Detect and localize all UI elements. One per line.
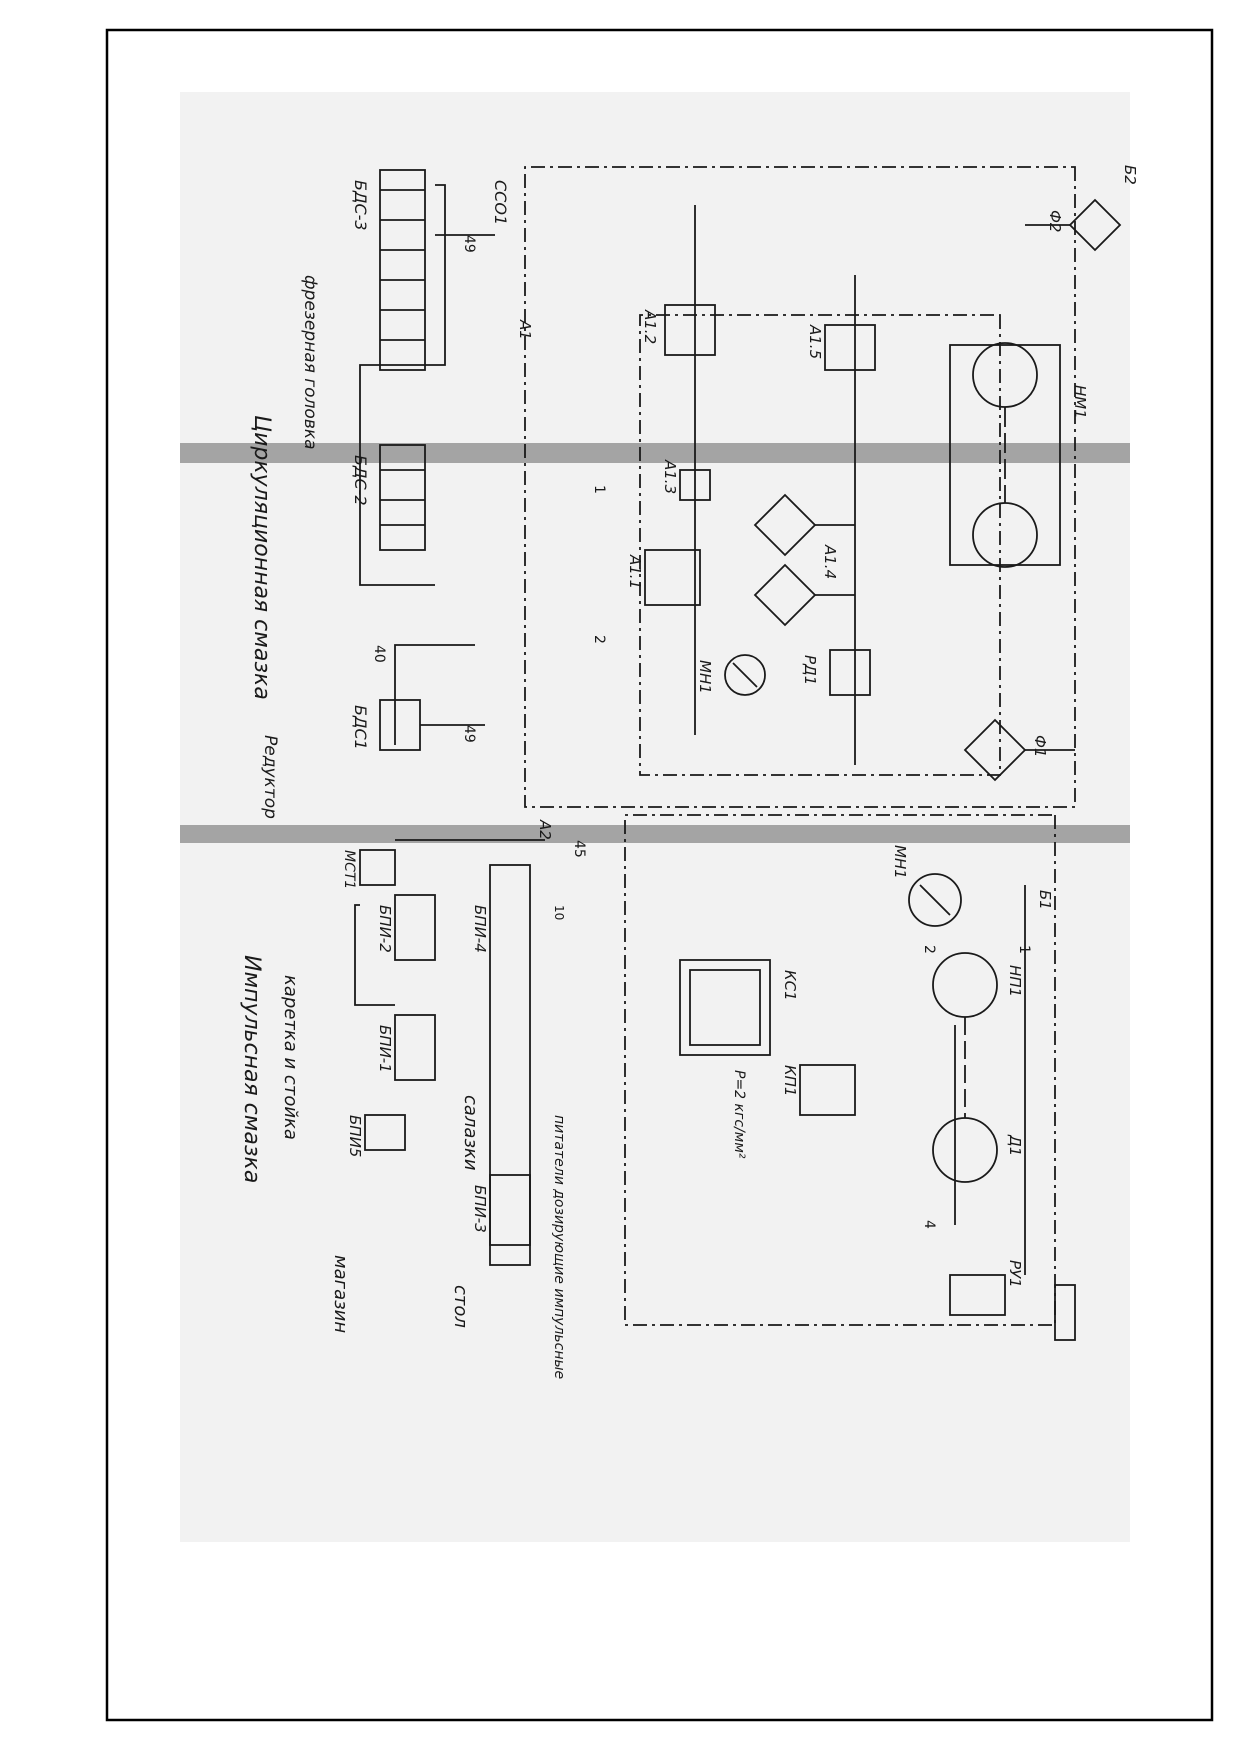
mn1-gauge-bottom [908,873,962,927]
bpi-link-line [354,904,395,1006]
kp1-valve [799,1064,856,1116]
bpi5-block [364,1114,406,1151]
bpi2-label: БПИ-2 [376,905,394,953]
a1-boundary [639,314,1001,776]
scan-area [180,92,1130,1542]
slide-label: салазки [460,1095,481,1171]
nm1-unit-box [949,344,1061,566]
ks1-label: КС1 [781,970,799,1001]
np1-label: НП1 [1006,965,1024,997]
f2-filter [1068,198,1122,252]
ru1-unit [949,1274,1006,1316]
mark-49-bottom: 49 [461,725,477,743]
a12-valve [664,304,716,356]
distributor-supply-line [359,184,446,586]
a15-valve [824,324,876,371]
a2-label: А2 [536,819,554,840]
ks1-unit [679,959,771,1056]
bpi5-label: БПИ5 [346,1115,364,1157]
f1-filter [963,718,1027,782]
kp1-label: КП1 [781,1065,799,1096]
ru1-label: РУ1 [1006,1260,1024,1288]
mark-p1: 1 [1016,945,1032,954]
d1-label: Д1 [1006,1134,1024,1156]
bpi3-block [489,1174,531,1266]
fold-band-1 [180,443,1130,463]
mark-40: 40 [371,645,387,663]
mark-49-top: 49 [461,235,477,253]
b1-label: Б1 [1036,890,1054,910]
bds3-label: БДС-3 [351,180,370,231]
sheet-frame [105,28,1214,1722]
mark-10: 10 [552,905,566,920]
mark-p4: 4 [921,1220,937,1229]
a11-label: А1.1 [626,554,644,589]
b2-label: Б2 [1121,165,1139,185]
bds1-label: БДС1 [351,705,370,750]
bds3-elements [380,189,425,341]
bpi1-label: БПИ-1 [376,1025,394,1073]
carriage-rack-label: каретка и стойка [280,975,301,1140]
circulation-title: Циркуляционная смазка [249,415,274,700]
a12-label: А1.2 [641,309,659,344]
a14-filter-1 [753,493,817,557]
mst1-label: МСТ1 [341,850,357,889]
rotated-drawing: Циркуляционная смазка Импульсная смазка … [239,165,1139,1379]
bds2-elements [380,469,425,526]
f1-label: Ф1 [1031,735,1049,757]
impulse-title: Импульсная смазка [239,955,264,1183]
a11-valve [644,549,701,606]
table-label: стол [450,1285,471,1328]
a14-label: А1.4 [821,544,839,579]
ru1-plate [1054,1284,1076,1341]
fold-band-2 [180,825,1130,843]
line-40 [394,644,475,745]
mark-p2: 2 [921,945,937,954]
pressure-note: Р=2 кгс/мм² [731,1070,747,1159]
mst1-element [359,849,396,886]
mark-n2: 2 [591,635,607,644]
nm1-label: НМ1 [1071,385,1089,419]
bpi2-block [394,894,436,961]
bpi4-label: БПИ-4 [471,905,489,953]
reducer-label: Редуктор [260,735,280,819]
a2-boundary [624,814,1056,1326]
bpi4-slide-bar [489,864,531,1246]
rd1-label: РД1 [801,655,819,685]
bds2-block [379,444,426,551]
f2-label: Ф2 [1046,210,1064,232]
mark-45: 45 [571,840,587,858]
bds2-label: БДС-2 [351,455,370,506]
mn1-gauge-top [724,654,766,696]
a14-filter-2 [753,563,817,627]
bds3-block [379,169,426,371]
a1-label: А1 [516,319,534,340]
mark-n1: 1 [591,485,607,494]
sso1-label: ССО1 [491,180,510,225]
mn1-top-label: МН1 [696,660,714,694]
mn1-bottom-label: МН1 [891,845,909,879]
feeders-label: питатели дозирующие импульсные [551,1115,567,1379]
milling-head-label: фрезерная головка [300,275,320,450]
ks1-inner [689,969,761,1046]
a13-throttle [679,469,711,501]
rd1-switch [829,649,871,696]
a13-label: А1.3 [661,459,679,494]
bpi3-label: БПИ-3 [471,1185,489,1233]
bpi1-block [394,1014,436,1081]
magazine-label: магазин [330,1255,351,1333]
a15-label: А1.5 [806,324,824,359]
